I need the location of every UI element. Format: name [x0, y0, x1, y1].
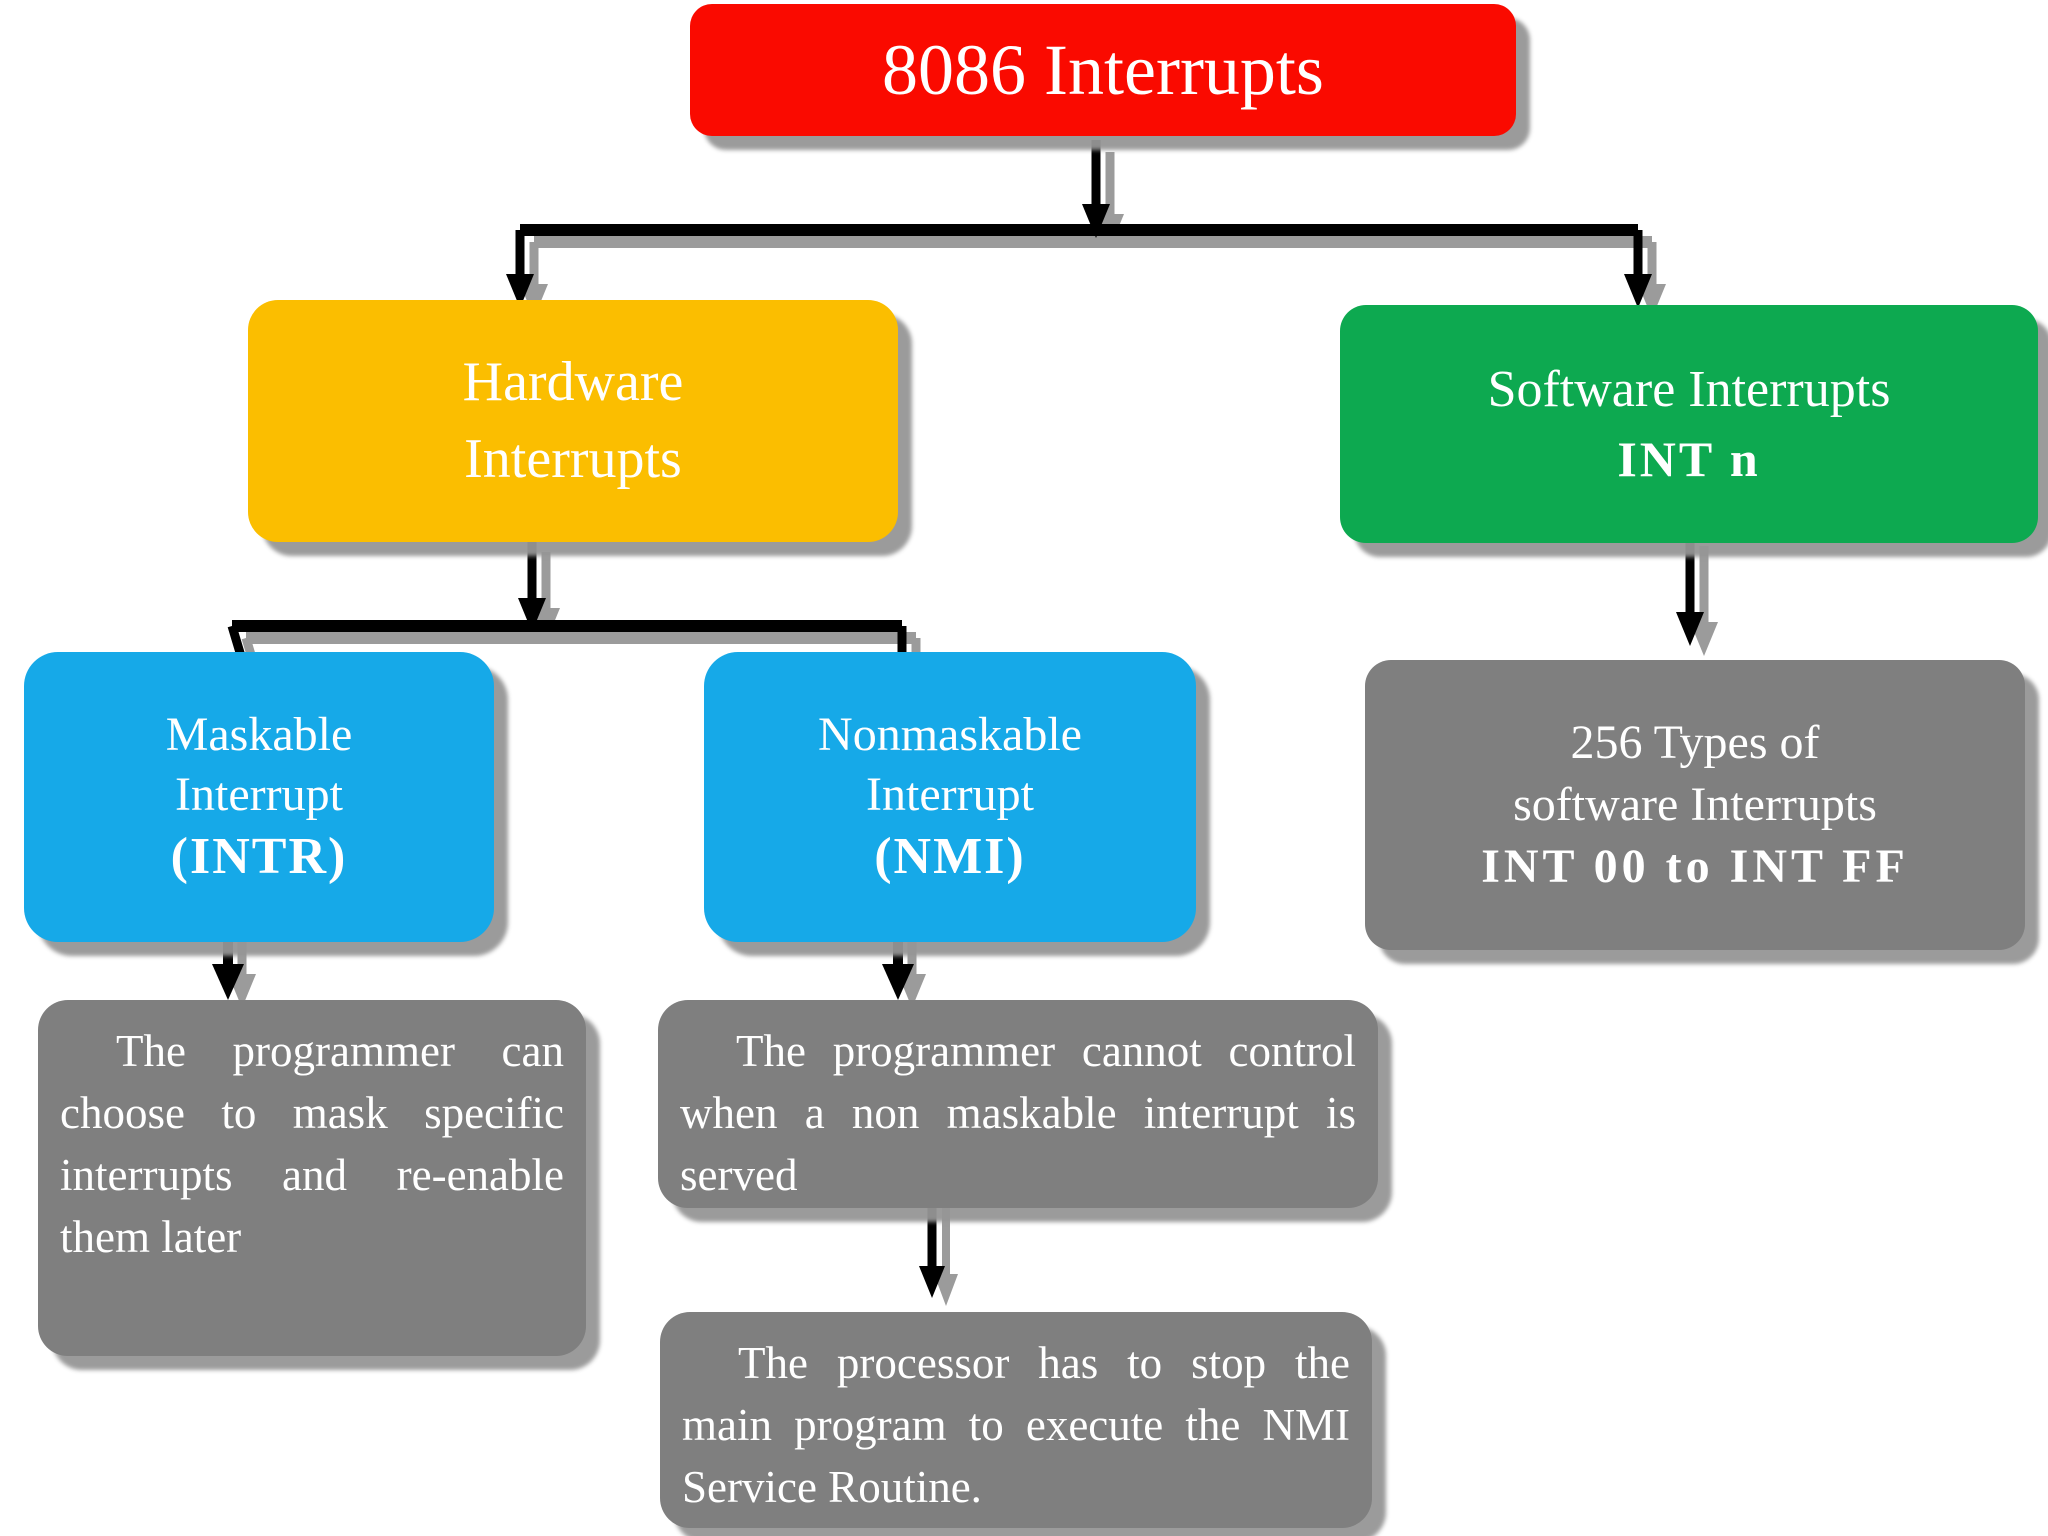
node-maskable-line1: Maskable [165, 708, 353, 762]
node-software-line1: Software Interrupts [1487, 360, 1891, 418]
node-hardware-line1: Hardware [462, 351, 684, 414]
node-hardware-interrupts[interactable]: Hardware Interrupts [248, 300, 898, 542]
node-title-label: 8086 Interrupts [882, 29, 1324, 110]
node-nonmaskable-line3: (NMI) [874, 827, 1026, 885]
connector-software-to-types [1600, 540, 1820, 680]
node-nonmaskable-line1: Nonmaskable [818, 708, 1082, 762]
connector-title-to-split [0, 0, 2048, 340]
node-desc-nmi-service-routine: The processor has to stop the main progr… [660, 1312, 1372, 1528]
connector-desc-nmi-to-desc-nmi-2 [880, 1198, 1060, 1328]
connector-maskable-to-desc [180, 938, 360, 1018]
node-nonmaskable-line2: Interrupt [866, 767, 1034, 821]
node-title[interactable]: 8086 Interrupts [690, 4, 1516, 136]
node-types-line2: software Interrupts [1513, 778, 1877, 832]
node-hardware-line2: Interrupts [464, 428, 682, 490]
node-nonmaskable-interrupt[interactable]: Nonmaskable Interrupt (NMI) [704, 652, 1196, 942]
node-256-types[interactable]: 256 Types of software Interrupts INT 00 … [1365, 660, 2025, 950]
node-types-line1: 256 Types of [1570, 716, 1820, 770]
node-maskable-line3: (INTR) [170, 827, 348, 885]
connector-nonmaskable-to-desc [850, 938, 1030, 1018]
node-desc-maskable: The programmer can choose to mask specif… [38, 1000, 586, 1356]
node-software-line2: INT n [1617, 431, 1761, 488]
node-maskable-line2: Interrupt [175, 767, 343, 821]
node-types-line3: INT 00 to INT FF [1481, 839, 1909, 893]
node-desc-nonmaskable: The programmer cannot control when a non… [658, 1000, 1378, 1208]
node-software-interrupts[interactable]: Software Interrupts INT n [1340, 305, 2038, 543]
node-maskable-interrupt[interactable]: Maskable Interrupt (INTR) [24, 652, 494, 942]
